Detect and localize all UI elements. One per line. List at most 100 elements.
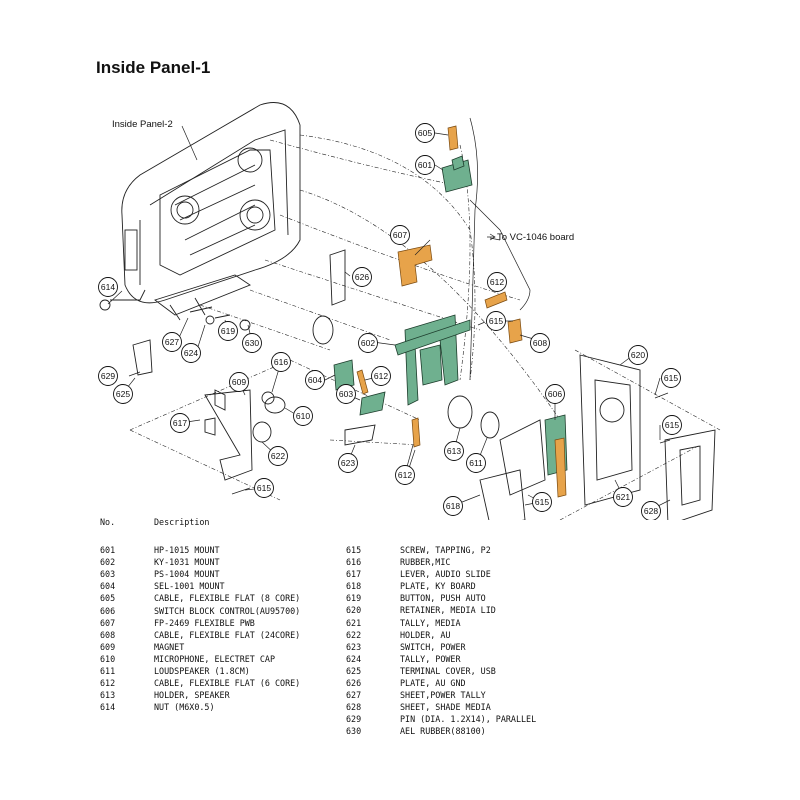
- callout-number: 615: [665, 420, 679, 430]
- callout-615: 615: [662, 415, 682, 435]
- callout-617: 617: [170, 413, 190, 433]
- callout-number: 609: [232, 377, 246, 387]
- board-604: [333, 359, 355, 391]
- callout-627: 627: [162, 332, 182, 352]
- part-description: CABLE, FLEXIBLE FLAT (24CORE): [154, 629, 301, 640]
- nut-614: [99, 299, 111, 311]
- callout-number: 606: [548, 389, 562, 399]
- callout-606: 606: [545, 384, 565, 404]
- callout-number: 611: [469, 458, 483, 468]
- holder-613: [447, 395, 473, 429]
- flex-cable-608: [507, 318, 523, 344]
- callout-number: 622: [271, 451, 285, 461]
- callout-616: 616: [271, 352, 291, 372]
- callout-611: 611: [466, 453, 486, 473]
- callout-615: 615: [532, 492, 552, 512]
- callout-621: 621: [613, 487, 633, 507]
- part-number: 625: [346, 665, 362, 676]
- callout-number: 607: [393, 230, 407, 240]
- part-description: LOUDSPEAKER (1.8CM): [154, 666, 250, 677]
- callout-615: 615: [661, 368, 681, 388]
- callout-number: 618: [446, 501, 460, 511]
- part-description: CABLE, FLEXIBLE FLAT (8 CORE): [154, 593, 301, 604]
- part-description: SEL-1001 MOUNT: [154, 581, 225, 592]
- part-number: 620: [346, 605, 362, 616]
- sheet-628: [664, 429, 716, 520]
- callout-number: 620: [631, 350, 645, 360]
- label-inside-panel-2: Inside Panel-2: [112, 119, 173, 130]
- callout-number: 612: [398, 470, 412, 480]
- board-601: [441, 155, 473, 193]
- part-number: 608: [100, 629, 116, 640]
- part-number: 616: [346, 557, 362, 568]
- part-description: TALLY, POWER: [400, 653, 461, 664]
- flex-cable-612b: [356, 369, 369, 395]
- part-description: RETAINER, MEDIA LID: [400, 605, 496, 616]
- part-description: SCREW, TAPPING, P2: [400, 545, 491, 555]
- part-number: 617: [346, 569, 362, 580]
- callout-number: 625: [116, 389, 130, 399]
- callout-number: 612: [374, 371, 388, 381]
- callout-602: 602: [358, 333, 378, 353]
- legend-row: 617 LEVER, AUDIO SLIDE: [346, 568, 536, 580]
- callout-612: 612: [395, 465, 415, 485]
- callout-number: 624: [184, 348, 198, 358]
- callout-620: 620: [628, 345, 648, 365]
- legend-row: 607 FP-2469 FLEXIBLE PWB: [100, 617, 300, 629]
- page-title: Inside Panel-1: [96, 58, 211, 77]
- callout-number: 608: [533, 338, 547, 348]
- part-number: 624: [346, 653, 362, 664]
- callout-604: 604: [305, 370, 325, 390]
- board-603: [359, 391, 386, 416]
- part-description: MICROPHONE, ELECTRET CAP: [154, 653, 276, 664]
- part-description: SWITCH, POWER: [400, 641, 466, 652]
- part-number: 611: [100, 666, 116, 677]
- callout-614: 614: [98, 277, 118, 297]
- callout-615: 615: [254, 478, 274, 498]
- part-number: 626: [346, 678, 362, 689]
- legend-row: 622 HOLDER, AU: [346, 629, 536, 641]
- part-description: FP-2469 FLEXIBLE PWB: [154, 617, 255, 628]
- part-description: PIN (DIA. 1.2X14), PARALLEL: [400, 714, 537, 725]
- part-number: 602: [100, 557, 116, 568]
- callout-number: 619: [221, 326, 235, 336]
- part-description: LEVER, AUDIO SLIDE: [400, 569, 491, 580]
- switch-623: [344, 424, 376, 446]
- callout-number: 604: [308, 375, 322, 385]
- part-description: NUT (M6X0.5): [154, 702, 215, 713]
- part-number: 630: [346, 726, 362, 737]
- callout-618: 618: [443, 496, 463, 516]
- flex-cable-612a: [484, 291, 508, 309]
- callout-number: 613: [447, 446, 461, 456]
- plate-618: [479, 469, 526, 520]
- part-description: SHEET,POWER TALLY: [400, 690, 486, 701]
- callout-number: 602: [361, 338, 375, 348]
- part-description: HOLDER, AU: [400, 629, 451, 640]
- part-number: 622: [346, 629, 362, 640]
- callout-601: 601: [415, 155, 435, 175]
- part-description: SWITCH BLOCK CONTROL(AU95700): [154, 605, 301, 616]
- part-number: 612: [100, 678, 116, 689]
- part-number: 618: [346, 581, 362, 592]
- callout-number: 621: [616, 492, 630, 502]
- mic-610: [264, 396, 286, 414]
- legend-row: 620 RETAINER, MEDIA LID: [346, 604, 536, 616]
- part-description: RUBBER,MIC: [400, 557, 451, 568]
- callout-number: 630: [245, 338, 259, 348]
- part-number: 607: [100, 617, 116, 628]
- callout-605: 605: [415, 123, 435, 143]
